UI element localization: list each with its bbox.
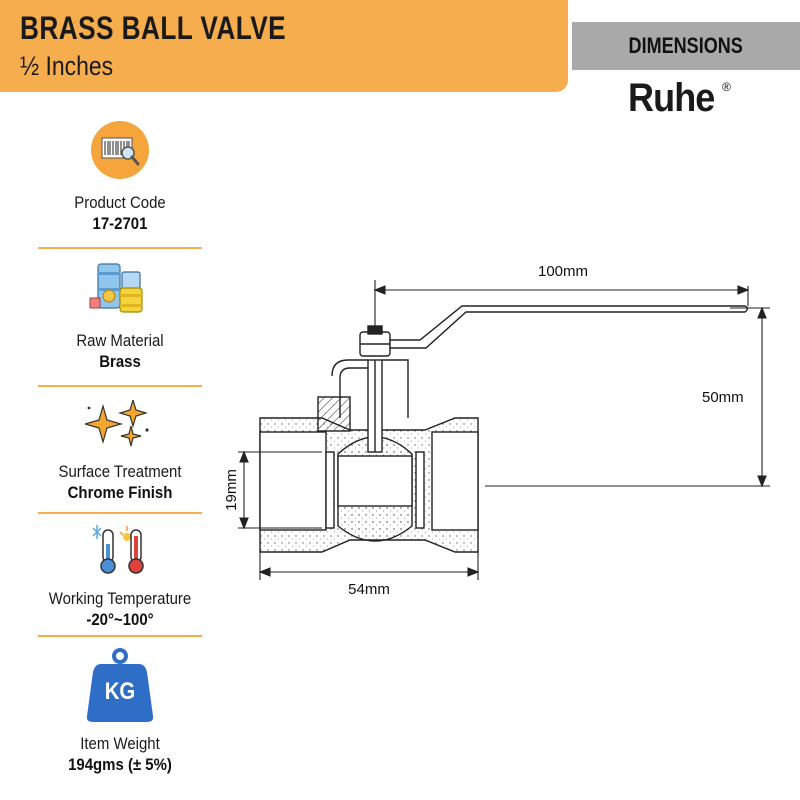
feature-label: Raw Material [76,331,164,350]
feature-value: -20°~100° [86,610,154,629]
registered-mark: ® [722,80,731,94]
product-title: BRASS BALL VALVE [20,10,287,46]
valve-dimension-drawing: 100mm 50mm 19mm 54mm [223,263,770,598]
feature-label: Surface Treatment [58,462,182,481]
feature-item-weight: KG Item Weight 194gms (± 5%) [38,648,202,775]
handle-length-label: 100mm [538,263,588,280]
brand-name: Ruhe [628,76,715,120]
feature-product-code: Product Code 17-2701 [38,120,202,234]
material-barrels-icon [89,263,143,313]
feature-label: Working Temperature [48,589,192,608]
feature-surface-treatment: Surface Treatment Chrome Finish [38,400,202,503]
height-label: 50mm [702,389,744,406]
feature-value: 17-2701 [92,214,148,233]
dimension-lines [238,280,770,580]
feature-label: Item Weight [80,734,160,753]
feature-value: Chrome Finish [67,483,173,502]
dimensions-banner: DIMENSIONS [572,22,800,70]
divider [38,385,202,387]
divider [38,512,202,514]
feature-label: Product Code [74,193,166,212]
feature-value: Brass [99,352,141,371]
divider [38,247,202,249]
feature-working-temperature: Working Temperature -20°~100° [38,522,202,630]
valve-body [259,305,749,553]
divider [38,635,202,637]
body-length-label: 54mm [348,581,390,598]
brand-logo: Ruhe ® [628,76,731,121]
barcode-icon [91,121,149,179]
sparkle-icon [85,400,149,447]
weight-badge: KG [104,678,136,705]
thermometer-icon [92,525,144,574]
feature-value: 194gms (± 5%) [68,755,172,774]
product-size: ½ Inches [20,51,114,81]
dimensions-label: DIMENSIONS [628,33,744,58]
weight-icon: KG [85,648,155,724]
title-banner: BRASS BALL VALVE ½ Inches [0,0,568,92]
feature-raw-material: Raw Material Brass [38,258,202,372]
bore-label: 19mm [223,469,240,511]
